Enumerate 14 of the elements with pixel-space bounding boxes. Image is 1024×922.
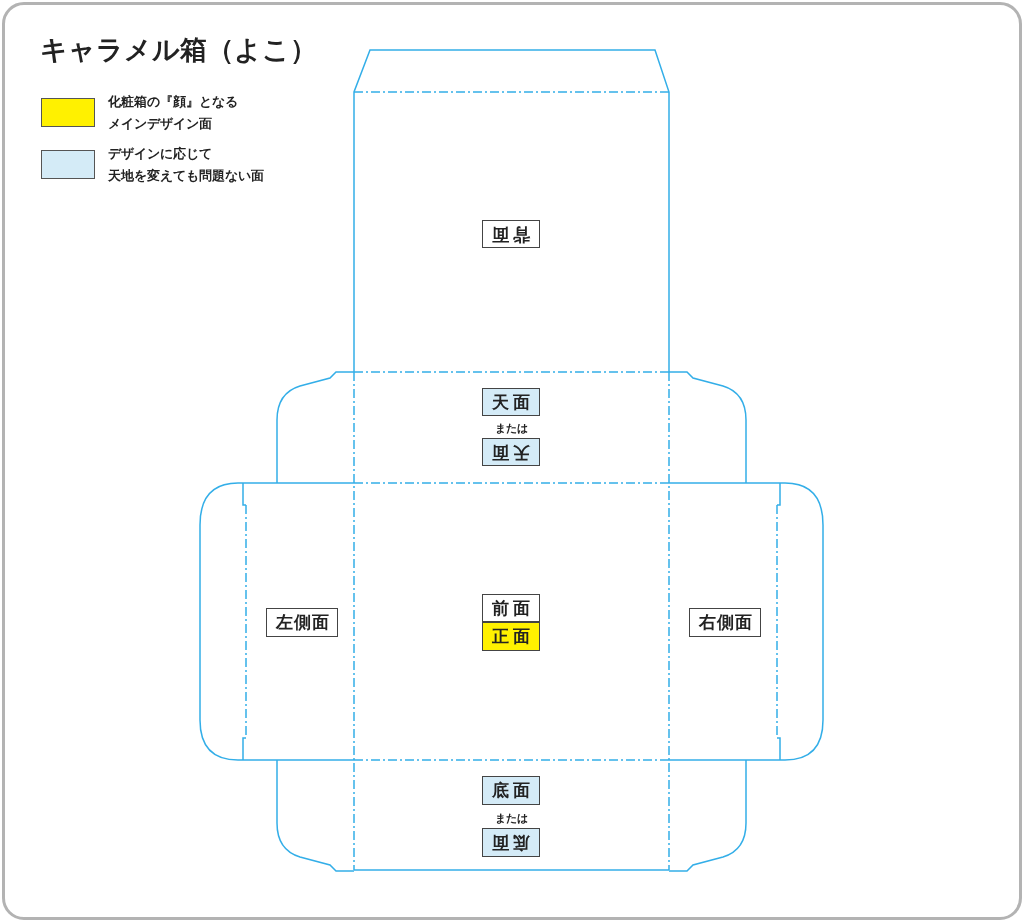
label-box: 天面	[482, 438, 540, 466]
label-box: 底面	[482, 828, 540, 857]
label-box: 背面	[482, 220, 540, 248]
legend-text: 化粧箱の『顔』となるメインデザイン面	[108, 93, 239, 133]
label-box: 前面	[482, 594, 540, 622]
title: キャラメル箱（よこ）	[40, 33, 317, 67]
legend-text: デザインに応じて天地を変えても問題ない面	[108, 145, 265, 185]
label-box: 天面	[482, 388, 540, 416]
connector-text: または	[494, 811, 528, 826]
label-box: 正面	[482, 622, 540, 651]
label-box: 左側面	[266, 608, 338, 637]
connector-text: または	[494, 421, 528, 436]
label-box: 右側面	[689, 608, 761, 637]
label-box: 底面	[482, 776, 540, 805]
